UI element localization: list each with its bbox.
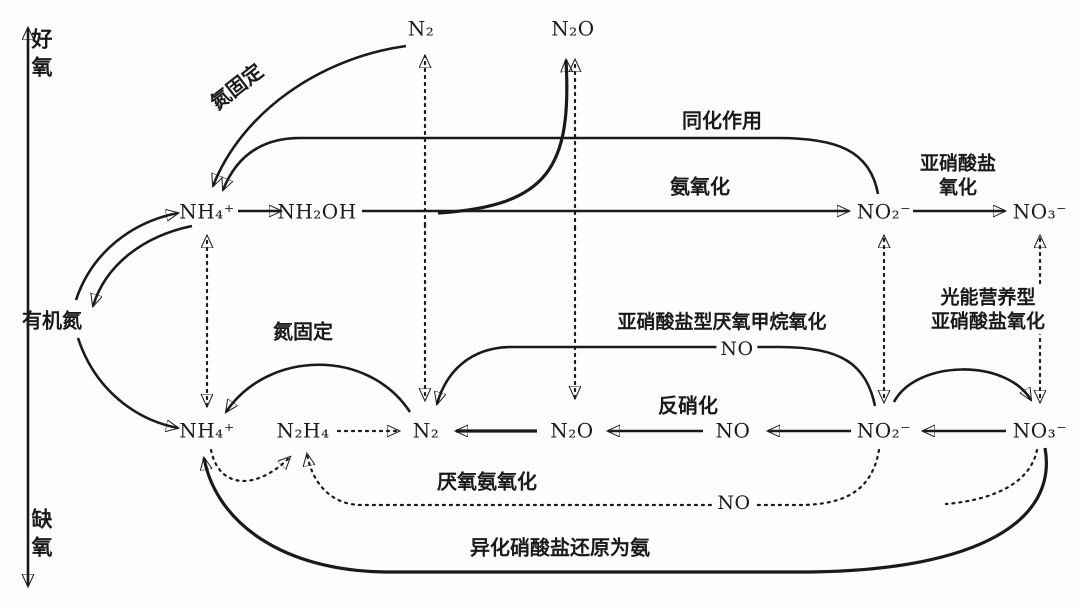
axis-label-anoxic: 缺氧 — [31, 506, 53, 560]
arrow-organic-to-nh4-top — [74, 213, 178, 301]
label-nitrogen-fixation-bottom: 氮固定 — [273, 319, 333, 344]
label-nitrite-oxidation: 亚硝酸盐 氧化 — [920, 152, 996, 200]
species-n2h4: N₂H₄ — [276, 418, 330, 443]
species-nh4-top: NH₄⁺ — [179, 199, 235, 224]
label-ndamo: 亚硝酸盐型厌氧甲烷氧化 — [617, 311, 827, 334]
species-nh4-bottom: NH₄⁺ — [179, 418, 235, 443]
label-denitrification: 反硝化 — [658, 393, 718, 418]
label-ndamo-no: NO — [716, 338, 758, 361]
dotted-anammox-no2-to-n2h4 — [307, 448, 881, 507]
label-nitrite-oxidation-line1: 亚硝酸盐 — [919, 152, 997, 175]
label-nitrite-oxidation-line2: 氧化 — [938, 176, 978, 198]
axis-label-aerobic: 好氧 — [31, 26, 53, 80]
species-no2-top: NO₂⁻ — [856, 199, 912, 224]
dotted-anammox-no3-branch — [944, 448, 1039, 506]
arrow-ndamo — [437, 345, 877, 407]
dotted-anammox-nh4-to-n2h4 — [209, 448, 290, 482]
label-assimilation: 同化作用 — [682, 108, 762, 133]
species-no2-bottom: NO₂⁻ — [856, 418, 912, 443]
species-nh2oh: NH₂OH — [277, 199, 357, 224]
label-phototrophic-line1: 光能营养型 — [940, 286, 1036, 309]
label-dnra: 异化硝酸盐还原为氨 — [470, 535, 650, 560]
arrow-dnra — [204, 447, 1048, 574]
species-organic-nitrogen: 有机氮 — [22, 308, 82, 333]
species-n2o-bottom: N₂O — [550, 418, 594, 443]
species-n2o-top: N₂O — [551, 16, 595, 41]
arrow-nitrogen-fixation-top — [213, 44, 407, 186]
arrow-organic-to-nh4-bottom — [76, 337, 178, 428]
species-no3-top: NO₃⁻ — [1012, 199, 1068, 224]
label-anammox: 厌氧氨氧化 — [437, 469, 537, 494]
arrow-assimilation — [223, 136, 880, 195]
species-no-bottom: NO — [715, 418, 751, 443]
label-phototrophic-line2: 亚硝酸盐氧化 — [930, 310, 1046, 332]
species-n2-bottom: N₂ — [412, 418, 440, 443]
species-no3-bottom: NO₃⁻ — [1012, 418, 1068, 443]
label-phototrophic-nitrite-oxidation: 光能营养型 亚硝酸盐氧化 — [926, 286, 1050, 334]
arrow-phototrophic-nitrite-oxidation — [892, 368, 1031, 403]
label-anammox-no: NO — [713, 492, 755, 515]
arrow-nitrogen-fixation-bottom — [226, 363, 412, 412]
species-n2-top: N₂ — [407, 16, 435, 41]
arrow-nh2oh-to-n2o — [437, 60, 567, 215]
arrow-nh4-top-to-organic — [93, 224, 193, 306]
label-ammonia-oxidation: 氨氧化 — [670, 174, 730, 199]
